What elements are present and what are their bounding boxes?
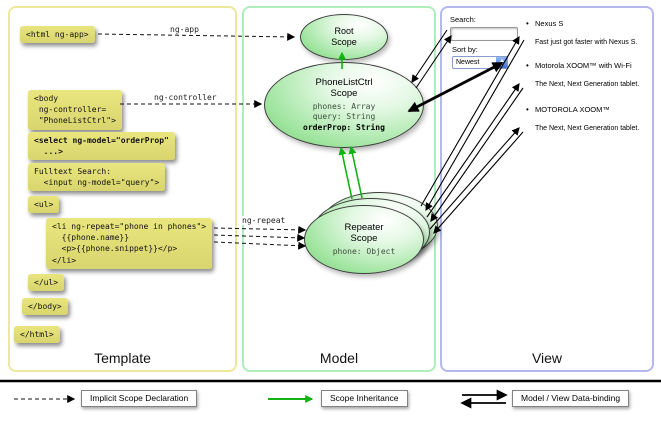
code-box-body-open: <body ng-controller= "PhoneListCtrl"> [28,90,122,130]
phone-list-item: Motorola XOOM™ with Wi-Fi The Next, Next… [526,61,648,89]
ng-repeat-arrow-label: ng-repeat [240,216,288,225]
code-box-fulltext-search: Fulltext Search: <input ng-model="query"… [28,163,166,192]
ng-app-arrow-label: ng-app [168,25,201,34]
code-box-ul-close: </ul> [28,274,65,292]
bullet-icon [526,19,535,29]
phonelistctrl-scope-title: PhoneListCtrl Scope [315,77,373,100]
legend-implicit-scope-declaration: Implicit Scope Declaration [81,390,198,407]
bullet-icon [526,61,535,71]
phone-name: Motorola XOOM™ with Wi-Fi [535,61,632,70]
view-panel-label: View [531,350,563,366]
phonelistctrl-scope-props: phones: Array query: String [312,101,376,122]
phonelistctrl-scope-ellipse: PhoneListCtrl Scope phones: Array query:… [264,62,424,148]
model-panel: Model [242,6,436,372]
code-box-body-close: </body> [22,298,68,316]
phone-name: MOTOROLA XOOM™ [535,105,610,114]
repeater-scope-title: Repeater Scope [344,221,384,245]
code-box-li-ng-repeat: <li ng-repeat="phone in phones"> {{phone… [46,218,213,269]
phone-snippet: The Next, Next Generation tablet. [535,80,640,88]
legend-scope-inheritance: Scope Inheritance [321,390,408,407]
select-spinner-icon [496,57,507,68]
phone-snippet: Fast just got faster with Nexus S. [535,38,638,46]
root-scope-ellipse: Root Scope [300,14,388,60]
root-scope-title: Root Scope [331,26,357,47]
view-search-label: Search: [450,15,476,24]
phone-list-item: MOTOROLA XOOM™ The Next, Next Generation… [526,105,648,133]
legend-model-view-data-binding: Model / View Data-binding [512,390,630,407]
ng-controller-arrow-label: ng-controller [152,93,219,102]
repeater-scope-ellipse: Repeater Scope phone: Object [304,205,424,274]
code-box-html-open: <html ng-app> [20,26,95,44]
repeater-scope-prop: phone: Object [332,246,396,256]
view-sort-select[interactable]: Newest [452,56,508,69]
code-box-html-close: </html> [14,326,60,344]
code-box-select-ng-model: <select ng-model="orderProp" ...> [28,132,175,161]
template-panel-label: Template [94,350,151,366]
code-box-ul-open: <ul> [28,196,60,214]
phonelistctrl-scope-orderprop: orderProp: String [303,122,385,132]
view-sort-label: Sort by: [452,45,478,54]
bullet-icon [526,105,535,115]
view-search-input[interactable] [450,27,518,41]
phone-list-item: Nexus S Fast just got faster with Nexus … [526,19,648,47]
phone-name: Nexus S [535,19,564,28]
phone-snippet: The Next, Next Generation tablet. [535,124,640,132]
view-sort-value: Newest [456,59,480,66]
model-panel-label: Model [319,350,359,366]
